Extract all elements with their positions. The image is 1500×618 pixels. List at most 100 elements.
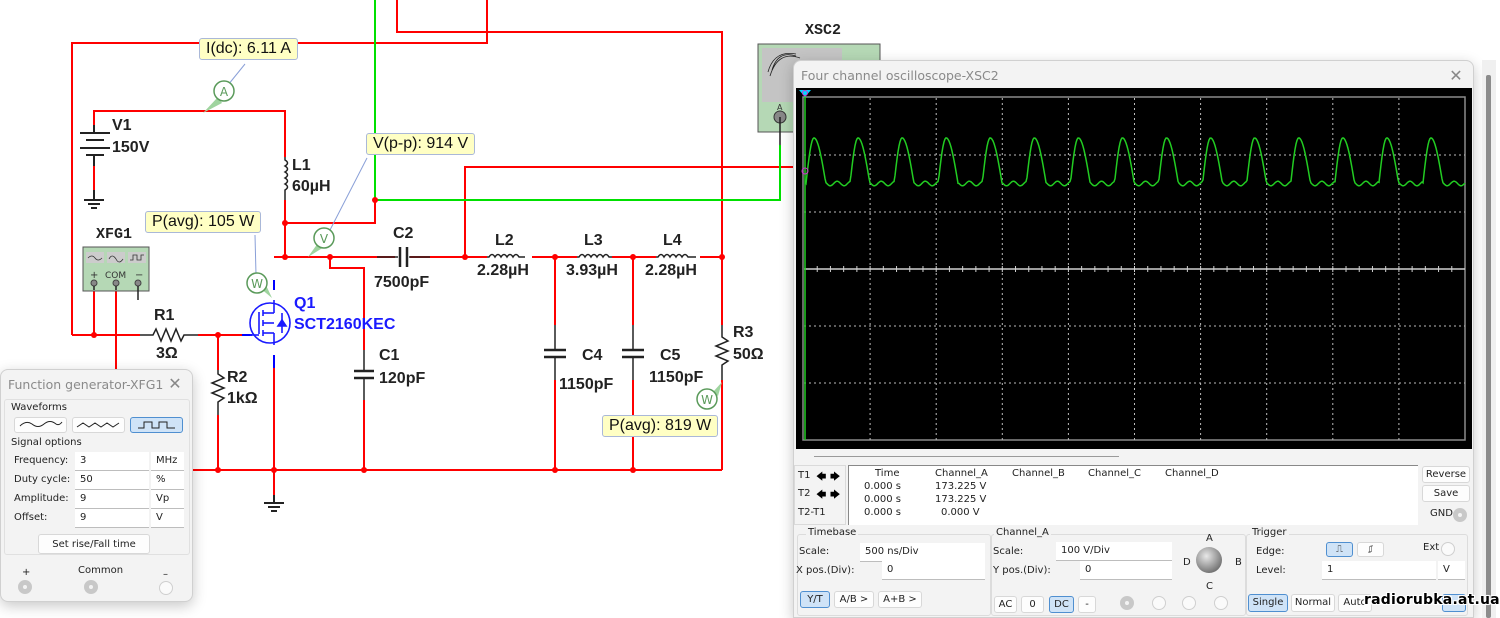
wattmeter-load-probe-icon[interactable]: W <box>696 382 722 410</box>
channel-terminal-2[interactable] <box>1182 596 1196 610</box>
frequency-label: Frequency: <box>14 455 69 466</box>
mode-ab-button[interactable]: A/B > <box>834 591 874 608</box>
ammeter-probe-icon[interactable]: A <box>203 80 235 113</box>
waveform-triangle-button[interactable] <box>72 417 125 433</box>
cursor-readout-table: Time Channel_A Channel_B Channel_C Chann… <box>848 465 1418 525</box>
channel-terminal-3[interactable] <box>1214 596 1228 610</box>
timebase-scale-input[interactable]: 500 ns/Div <box>860 543 985 562</box>
t1-right-arrow-icon[interactable]: 🡆 <box>830 472 841 483</box>
channel-selector-knob-icon[interactable] <box>1196 547 1222 573</box>
v1-value: 150V <box>112 139 150 156</box>
trigger-normal-button[interactable]: Normal <box>1291 594 1335 612</box>
save-button[interactable]: Save <box>1422 485 1470 502</box>
function-generator-title: Function generator-XFG1 <box>8 377 164 392</box>
inductor-l2-icon[interactable] <box>487 253 525 259</box>
t1-left-arrow-icon[interactable]: 🡄 <box>816 472 827 483</box>
offset-input[interactable]: 9 <box>75 509 149 528</box>
amplitude-input[interactable]: 9 <box>75 490 149 509</box>
voltage-probe-label: V(p-p): 914 V <box>366 133 476 155</box>
t2-left-arrow-icon[interactable]: 🡄 <box>816 490 827 501</box>
oscilloscope-screen[interactable] <box>796 88 1472 449</box>
trigger-group <box>1246 534 1468 616</box>
r2-ref: R2 <box>227 369 248 386</box>
voltmeter-probe-icon[interactable]: V <box>308 227 335 257</box>
gnd-terminal[interactable] <box>1453 508 1467 522</box>
capacitor-c2-icon[interactable] <box>377 247 430 267</box>
l1-ref: L1 <box>292 157 311 174</box>
channel-terminal-1[interactable] <box>1152 596 1166 610</box>
close-icon[interactable]: ✕ <box>168 374 182 393</box>
coupling-dc-button[interactable]: DC <box>1049 596 1074 613</box>
t2-right-arrow-icon[interactable]: 🡆 <box>830 490 841 501</box>
resistor-r3-icon[interactable] <box>714 325 730 380</box>
cursor-t1-handle[interactable] <box>799 90 811 97</box>
coupling-ac-button[interactable]: AC <box>994 596 1017 613</box>
mode-a-plus-b-button[interactable]: A+B > <box>878 591 922 608</box>
sine-wave-icon <box>19 421 62 427</box>
c2-value: 7500pF <box>374 274 429 291</box>
wire-top-inner <box>396 0 723 258</box>
battery-v1-icon[interactable] <box>80 125 110 166</box>
trigger-none-button[interactable] <box>1442 594 1466 612</box>
wattmeter-q1-probe-icon[interactable]: W <box>246 272 272 298</box>
svg-text:A: A <box>220 85 229 99</box>
inductor-l1-icon[interactable] <box>283 157 289 200</box>
terminal-common[interactable] <box>84 580 98 594</box>
falling-edge-icon: ⎎ <box>1367 544 1374 555</box>
trigger-auto-button[interactable]: Auto <box>1338 594 1372 612</box>
capacitor-c5-icon[interactable] <box>622 325 644 380</box>
t1-channel-a: 173.225 V <box>935 481 987 492</box>
terminal-common-label: Common <box>78 565 124 576</box>
terminal-plus[interactable] <box>18 580 32 594</box>
duty-cycle-input[interactable]: 50 <box>75 471 149 490</box>
timebase-group <box>797 534 991 616</box>
trigger-level-unit[interactable]: V <box>1438 561 1465 580</box>
waveform-sine-button[interactable] <box>14 417 67 433</box>
waveforms-label: Waveforms <box>11 402 67 413</box>
inductor-l4-icon[interactable] <box>656 253 696 259</box>
ext-trigger-radio[interactable] <box>1441 542 1455 556</box>
junctions <box>91 197 725 473</box>
close-icon[interactable]: ✕ <box>1449 66 1463 85</box>
y-pos-input[interactable]: 0 <box>1080 561 1172 580</box>
vertical-scrollbar-thumb[interactable] <box>1486 75 1491 618</box>
mosfet-q1-icon[interactable] <box>249 300 291 345</box>
function-generator-xfg1-icon[interactable] <box>82 246 150 300</box>
rising-edge-icon: ⎍ <box>1336 544 1343 555</box>
c5-ref: C5 <box>660 347 681 364</box>
coupling-invert-button[interactable]: - <box>1078 596 1096 613</box>
x-pos-label: X pos.(Div): <box>796 565 855 576</box>
frequency-unit-select[interactable]: MHz <box>151 452 184 471</box>
set-rise-fall-time-button[interactable]: Set rise/Fall time <box>38 534 150 554</box>
reverse-button[interactable]: Reverse <box>1422 466 1470 483</box>
square-wave-icon <box>137 421 175 429</box>
amplitude-unit-select[interactable]: Vp <box>151 490 184 509</box>
coupling-zero-button[interactable]: 0 <box>1021 596 1044 613</box>
waveform-square-button[interactable] <box>130 417 183 433</box>
mode-yt-button[interactable]: Y/T <box>800 591 830 608</box>
inductor-l3-icon[interactable] <box>577 253 612 259</box>
capacitor-c4-icon[interactable] <box>544 325 566 380</box>
trigger-level-input[interactable]: 1 <box>1322 561 1436 580</box>
falling-edge-button[interactable]: ⎎ <box>1357 542 1384 557</box>
selector-label-d: D <box>1183 557 1191 568</box>
trigger-single-button[interactable]: Single <box>1248 594 1288 612</box>
duty-cycle-unit[interactable]: % <box>151 471 184 490</box>
terminal-minus[interactable] <box>159 581 173 595</box>
offset-unit-select[interactable]: V <box>151 509 184 528</box>
rising-edge-button[interactable]: ⎍ <box>1326 542 1353 557</box>
capacitor-c1-icon[interactable] <box>354 350 374 400</box>
function-generator-window: Function generator-XFG1 ✕ Waveforms Sign… <box>0 369 193 602</box>
v1-ref: V1 <box>112 117 132 134</box>
resistor-r1-icon[interactable] <box>140 327 198 343</box>
resistor-r2-icon[interactable] <box>210 370 226 415</box>
trigger-marker <box>801 167 809 175</box>
x-pos-input[interactable]: 0 <box>882 561 985 580</box>
channel-scale-input[interactable]: 100 V/Div <box>1056 542 1172 561</box>
header-time: Time <box>875 468 900 479</box>
channel-terminal-plus[interactable] <box>1120 596 1134 610</box>
r2-value: 1kΩ <box>227 390 258 407</box>
frequency-input[interactable]: 3 <box>75 452 149 471</box>
l1-value: 60µH <box>292 178 331 195</box>
horizontal-scrollbar[interactable] <box>814 456 1119 457</box>
